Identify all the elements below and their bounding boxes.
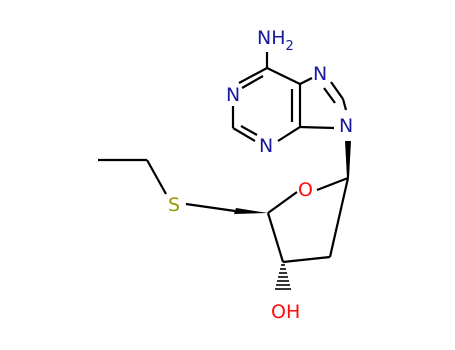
wedge-c1-n9	[345, 141, 351, 178]
bond-s-ch2	[146, 159, 167, 195]
bond-c5-s	[185, 202, 236, 213]
bond-c5-n7	[299, 77, 313, 85]
bond-n7-c8	[330, 81, 344, 100]
bond-c1-o4	[316, 176, 349, 192]
hash-c3-oh	[275, 264, 291, 290]
bond-c2-n3	[232, 127, 256, 142]
atom-n7: N	[313, 63, 327, 85]
atom-nh2: NH2	[257, 27, 294, 54]
atom-oh: OH	[271, 301, 300, 323]
wedge-c4-c5	[234, 208, 268, 214]
bond-o4-c4	[267, 191, 298, 214]
atom-o-ring: O	[298, 179, 313, 201]
bond-c8-n9	[341, 98, 348, 111]
atom-n1: N	[226, 84, 240, 106]
bond-c3-c4	[266, 212, 285, 263]
bond-n3-c4	[277, 126, 301, 142]
bond-c2-c3	[282, 255, 331, 264]
atom-n3: N	[259, 135, 273, 157]
bond-n7-c8-double	[323, 87, 336, 104]
bond-c2-n3-double	[240, 125, 258, 136]
bond-c1-c2	[328, 177, 350, 258]
atom-labels: NH2 N N N N O S OH	[168, 27, 353, 323]
atom-s: S	[168, 194, 180, 216]
atom-n9: N	[339, 115, 353, 137]
bonds	[98, 52, 351, 290]
bond-c5-c6	[266, 67, 301, 85]
bond-c6-n1	[238, 67, 268, 84]
bond-c6-n1-double	[241, 75, 264, 89]
bond-n9-c4	[299, 125, 335, 130]
